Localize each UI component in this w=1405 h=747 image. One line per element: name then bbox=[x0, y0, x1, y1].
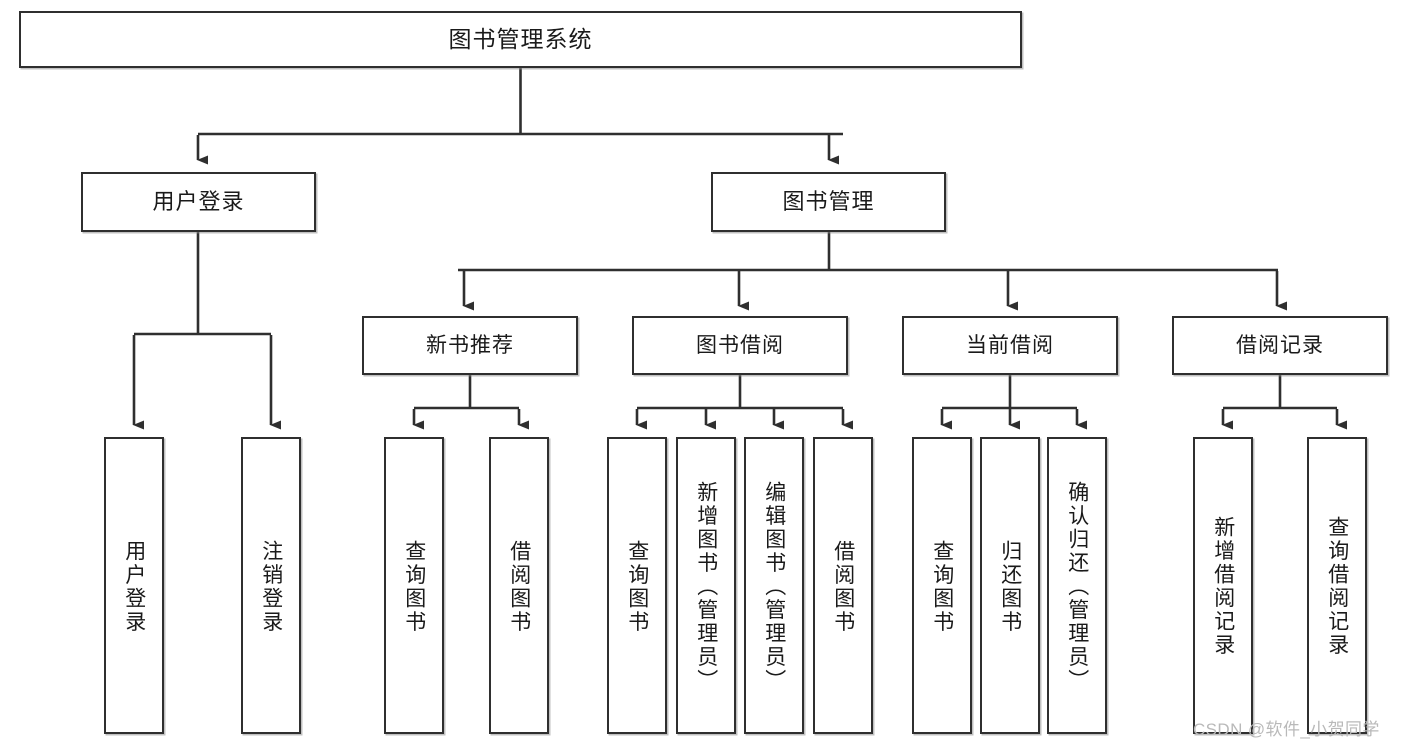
leaf-inner: 注销登录 bbox=[243, 441, 299, 732]
node-label: 图书借阅 bbox=[696, 333, 784, 357]
leaf-user-login-login[interactable]: 用户登录 bbox=[104, 437, 164, 734]
leaf-new-book-borrow-book[interactable]: 借阅图书 bbox=[489, 437, 549, 734]
node-book-borrow[interactable]: 图书借阅 bbox=[632, 316, 848, 375]
node-label: 用户登录 bbox=[152, 188, 245, 214]
leaf-inner: 确认归还（管理员） bbox=[1049, 441, 1105, 732]
node-new-book-recommend[interactable]: 新书推荐 bbox=[362, 316, 578, 375]
node-label: 用户登录 bbox=[122, 539, 146, 634]
node-label: 新增借阅记录 bbox=[1211, 516, 1235, 657]
node-label: 当前借阅 bbox=[966, 333, 1054, 357]
node-current-borrow[interactable]: 当前借阅 bbox=[902, 316, 1118, 375]
node-label: 编辑图书（管理员） bbox=[762, 480, 786, 693]
leaf-current-query-book[interactable]: 查询图书 bbox=[912, 437, 972, 734]
node-label: 确认归还（管理员） bbox=[1065, 480, 1089, 693]
leaf-borrow-query-book[interactable]: 查询图书 bbox=[607, 437, 667, 734]
leaf-user-login-logout[interactable]: 注销登录 bbox=[241, 437, 301, 734]
node-label: 借阅图书 bbox=[507, 539, 531, 634]
leaf-inner: 用户登录 bbox=[106, 441, 162, 732]
node-book-management[interactable]: 图书管理 bbox=[711, 172, 946, 232]
node-label: 图书管理系统 bbox=[448, 25, 593, 52]
node-label: 注销登录 bbox=[259, 539, 283, 634]
leaf-inner: 新增借阅记录 bbox=[1195, 441, 1251, 732]
leaf-borrow-borrow-book[interactable]: 借阅图书 bbox=[813, 437, 873, 734]
leaf-inner: 新增图书（管理员） bbox=[678, 441, 734, 732]
leaf-inner: 查询图书 bbox=[914, 441, 970, 732]
node-label: 新增图书（管理员） bbox=[694, 480, 718, 693]
leaf-inner: 编辑图书（管理员） bbox=[746, 441, 802, 732]
node-label: 查询图书 bbox=[402, 539, 426, 634]
leaf-new-book-query-book[interactable]: 查询图书 bbox=[384, 437, 444, 734]
node-label: 借阅记录 bbox=[1236, 333, 1324, 357]
leaf-inner: 归还图书 bbox=[982, 441, 1038, 732]
leaf-inner: 查询图书 bbox=[386, 441, 442, 732]
leaf-inner: 借阅图书 bbox=[491, 441, 547, 732]
node-label: 查询借阅记录 bbox=[1325, 516, 1349, 657]
leaf-inner: 查询图书 bbox=[609, 441, 665, 732]
leaf-inner: 查询借阅记录 bbox=[1309, 441, 1365, 732]
node-label: 借阅图书 bbox=[831, 539, 855, 634]
leaf-inner: 借阅图书 bbox=[815, 441, 871, 732]
leaf-borrow-edit-book-admin[interactable]: 编辑图书（管理员） bbox=[744, 437, 804, 734]
leaf-borrow-add-book-admin[interactable]: 新增图书（管理员） bbox=[676, 437, 736, 734]
node-label: 图书管理 bbox=[782, 188, 875, 214]
node-label: 查询图书 bbox=[930, 539, 954, 634]
leaf-record-query-borrow-record[interactable]: 查询借阅记录 bbox=[1307, 437, 1367, 734]
leaf-current-return-book[interactable]: 归还图书 bbox=[980, 437, 1040, 734]
node-root-system[interactable]: 图书管理系统 bbox=[19, 11, 1022, 68]
node-label: 查询图书 bbox=[625, 539, 649, 634]
node-label: 新书推荐 bbox=[426, 333, 514, 357]
node-label: 归还图书 bbox=[998, 539, 1022, 634]
node-user-login[interactable]: 用户登录 bbox=[81, 172, 316, 232]
node-borrow-record[interactable]: 借阅记录 bbox=[1172, 316, 1388, 375]
csdn-watermark: CSDN @软件_小贺同学 bbox=[1193, 720, 1380, 739]
leaf-record-add-borrow-record[interactable]: 新增借阅记录 bbox=[1193, 437, 1253, 734]
leaf-current-confirm-return-admin[interactable]: 确认归还（管理员） bbox=[1047, 437, 1107, 734]
